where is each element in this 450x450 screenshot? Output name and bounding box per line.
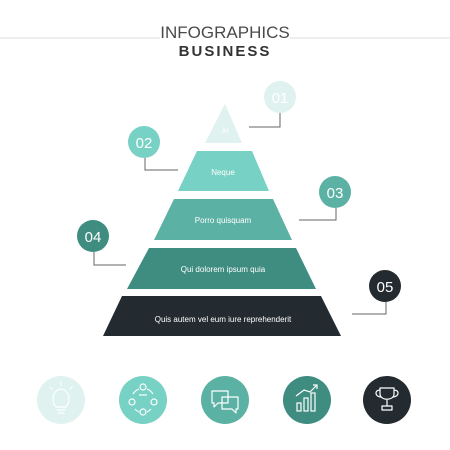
number-badge-04 [77,220,109,252]
header-title: INFOGRAPHICS [160,23,289,42]
lightbulb-icon [37,376,85,424]
connector-03 [299,208,337,221]
pyramid-level-5-label: Quis autem vel eum iure reprehenderit [155,315,292,324]
number-badge-03-label: 03 [327,185,344,202]
speech-bubbles-icon [201,376,249,424]
pyramid-level-1-label: At [222,128,229,135]
connector-02 [144,158,178,171]
connector-05 [352,301,387,315]
pyramid-level-3 [154,199,292,240]
trophy-icon [363,376,411,424]
number-badge-01-label: 01 [272,90,289,107]
header-subtitle: BUSINESS [179,43,272,60]
growth-chart-icon [283,376,331,424]
pyramid-level-5 [103,296,341,336]
pyramid-level-4 [127,248,316,289]
pyramid-level-2 [178,151,269,191]
number-badge-04-label: 04 [85,229,102,246]
number-badge-02 [128,126,160,158]
connector-01 [249,111,281,128]
number-badge-05 [369,270,401,302]
pyramid-level-2-label: Neque [211,168,235,177]
pyramid-level-3-label: Porro quisquam [195,216,252,225]
number-badge-03 [319,176,351,208]
connector-04 [93,252,126,266]
pyramid-level-1 [205,104,242,143]
people-network-icon [119,376,167,424]
pyramid-level-4-label: Qui dolorem ipsum quia [181,265,266,274]
number-badge-01 [264,81,296,113]
number-badge-02-label: 02 [136,135,153,152]
number-badge-05-label: 05 [377,279,394,296]
